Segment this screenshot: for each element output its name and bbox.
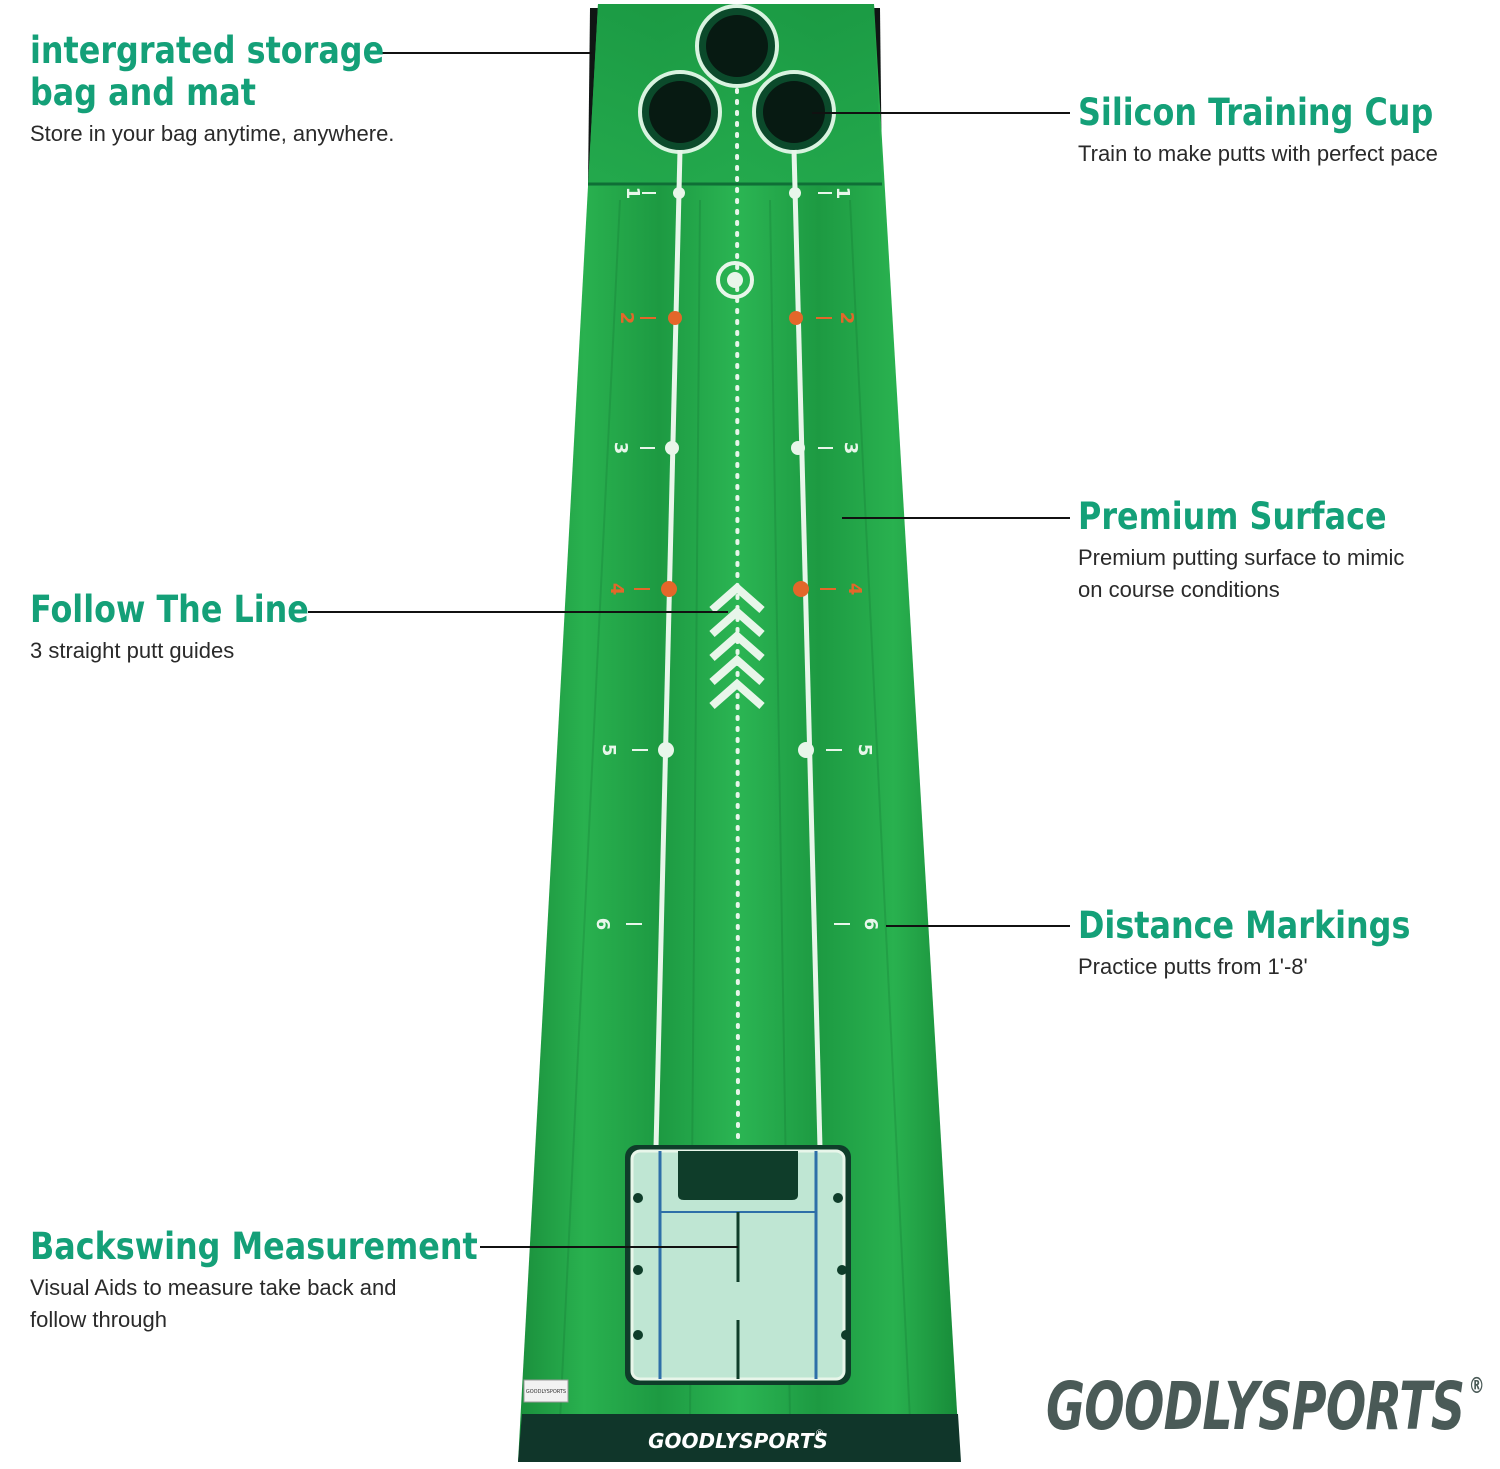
mat-surface [518, 4, 960, 1462]
feature-storage: intergrated storage bag and mat Store in… [30, 30, 442, 150]
feature-cup: Silicon Training Cup Train to make putts… [1078, 92, 1491, 170]
distance-label: 1 [622, 187, 643, 200]
distance-label: 6 [860, 918, 881, 931]
feature-title: Silicon Training Cup [1078, 91, 1434, 134]
feature-surface: Premium Surface Premium putting surface … [1078, 496, 1437, 606]
feature-description: Visual Aids to measure take back and fol… [30, 1275, 397, 1332]
distance-marks: 1 1 2 2 3 3 4 4 5 5 6 6 [592, 187, 881, 931]
feature-description: Train to make putts with perfect pace [1078, 141, 1438, 166]
distance-label: 4 [606, 583, 627, 596]
feature-title: Backswing Measurement [30, 1225, 478, 1268]
distance-label: 6 [592, 918, 613, 931]
direction-chevrons [709, 582, 765, 710]
leader-storage [382, 52, 592, 54]
leader-cup [812, 112, 1070, 114]
feature-distance: Distance Markings Practice putts from 1'… [1078, 905, 1465, 983]
distance-label: 4 [844, 583, 865, 596]
leader-distance [886, 925, 1070, 927]
distance-label: 3 [610, 442, 631, 455]
feature-description: Premium putting surface to mimic on cour… [1078, 545, 1405, 602]
leader-backswing [480, 1246, 738, 1248]
feature-title: Distance Markings [1078, 904, 1411, 947]
distance-label: 1 [832, 187, 853, 200]
leader-line [308, 611, 728, 613]
distance-label: 2 [616, 312, 637, 325]
feature-line: Follow The Line 3 straight putt guides [30, 589, 354, 667]
feature-description: Practice putts from 1'-8' [1078, 954, 1308, 979]
registered-mark: ® [1468, 1374, 1485, 1399]
distance-label: 2 [836, 312, 857, 325]
training-cups [638, 4, 836, 154]
feature-description: Store in your bag anytime, anywhere. [30, 121, 395, 146]
distance-label: 5 [598, 744, 619, 757]
feature-title: Premium Surface [1078, 495, 1387, 538]
backswing-box [625, 1145, 851, 1385]
feature-description: 3 straight putt guides [30, 638, 235, 663]
feature-title: intergrated storage bag and mat [30, 29, 385, 114]
brand-logo: GOODLYSPORTS® [1046, 1368, 1485, 1445]
feature-title: Follow The Line [30, 588, 309, 631]
feature-backswing: Backswing Measurement Visual Aids to mea… [30, 1226, 551, 1336]
mat-tag: GOODLYSPORTS [526, 1389, 566, 1395]
brand-strip-text: GOODLYSPORTS [648, 1429, 828, 1453]
distance-label: 5 [854, 744, 875, 757]
brand-strip-mark: ® [815, 1429, 824, 1439]
leader-surface [842, 517, 1070, 519]
brand-strip [518, 1414, 961, 1462]
distance-label: 3 [840, 442, 861, 455]
